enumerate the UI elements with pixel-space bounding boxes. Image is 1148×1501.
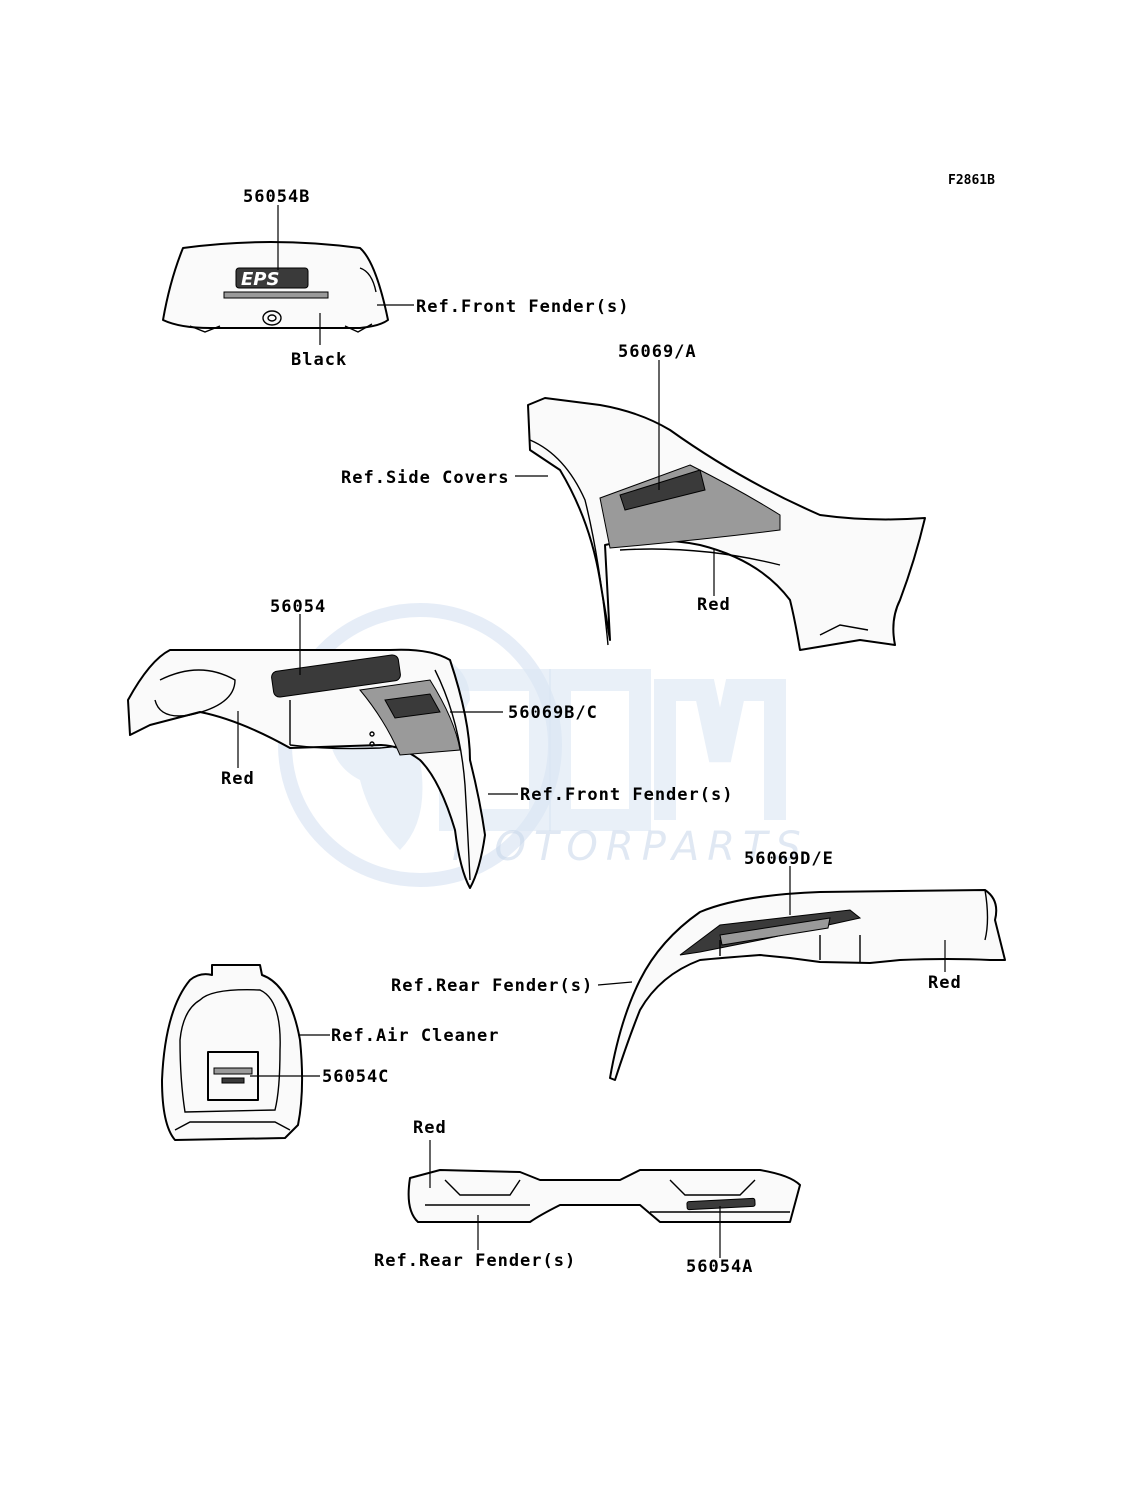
- part-number-56069A: 56069/A: [618, 342, 697, 362]
- color-label-red-side-cover: Red: [697, 595, 731, 615]
- kvf750-logo-decal: [271, 654, 401, 698]
- watermark-text: MOTORPARTS: [452, 824, 809, 870]
- eps-logo-icon: [235, 267, 309, 289]
- ref-label-side-covers: Ref.Side Covers: [341, 468, 510, 488]
- color-label-red-rear-fender: Red: [928, 973, 962, 993]
- part-number-56054: 56054: [270, 597, 326, 617]
- ref-label-air-cleaner: Ref.Air Cleaner: [331, 1026, 500, 1046]
- color-label-red-bumper: Red: [413, 1118, 447, 1138]
- rear-fender-decal-group: 56069D/E Ref.Rear Fender(s) Red: [391, 849, 1006, 1081]
- front-fender-decal-group: 56054 56069B/C Ref.Front Fender(s) Red: [127, 597, 733, 889]
- color-label-black: Black: [291, 350, 347, 370]
- part-number-56069DE: 56069D/E: [744, 849, 834, 869]
- ref-label-rear-fender-1: Ref.Rear Fender(s): [391, 976, 593, 996]
- eps-subtitle-strip: [223, 291, 329, 299]
- part-number-56054C: 56054C: [322, 1067, 389, 1087]
- kawasaki-logo-decal: [619, 469, 706, 511]
- part-number-56054A: 56054A: [686, 1257, 753, 1277]
- front-fender-stripe-decal: [359, 679, 461, 756]
- ref-label-front-fender-1: Ref.Front Fender(s): [416, 297, 629, 317]
- ref-label-rear-fender-2: Ref.Rear Fender(s): [374, 1251, 576, 1271]
- part-number-56069BC: 56069B/C: [508, 703, 598, 723]
- part-number-56054B: 56054B: [243, 187, 310, 207]
- ref-label-front-fender-2: Ref.Front Fender(s): [520, 785, 733, 805]
- color-label-red-front-fender: Red: [221, 769, 255, 789]
- air-cleaner-decal-group: Ref.Air Cleaner 56054C: [161, 964, 500, 1141]
- side-cover-decal-group: 56069/A Ref.Side Covers Red: [341, 342, 926, 651]
- rear-bumper-panel: [407, 1169, 801, 1223]
- eps-decal-group: EPS 56054B Ref.Front Fender(s) Black: [162, 187, 629, 370]
- eps-logo-mark: EPS: [241, 269, 279, 290]
- figure-code: F2861B: [948, 173, 995, 188]
- bumper-model-decal: [686, 1197, 756, 1211]
- side-cover-stripe-decal: [599, 464, 781, 549]
- rear-bumper-decal-group: Red Ref.Rear Fender(s) 56054A: [374, 1118, 801, 1277]
